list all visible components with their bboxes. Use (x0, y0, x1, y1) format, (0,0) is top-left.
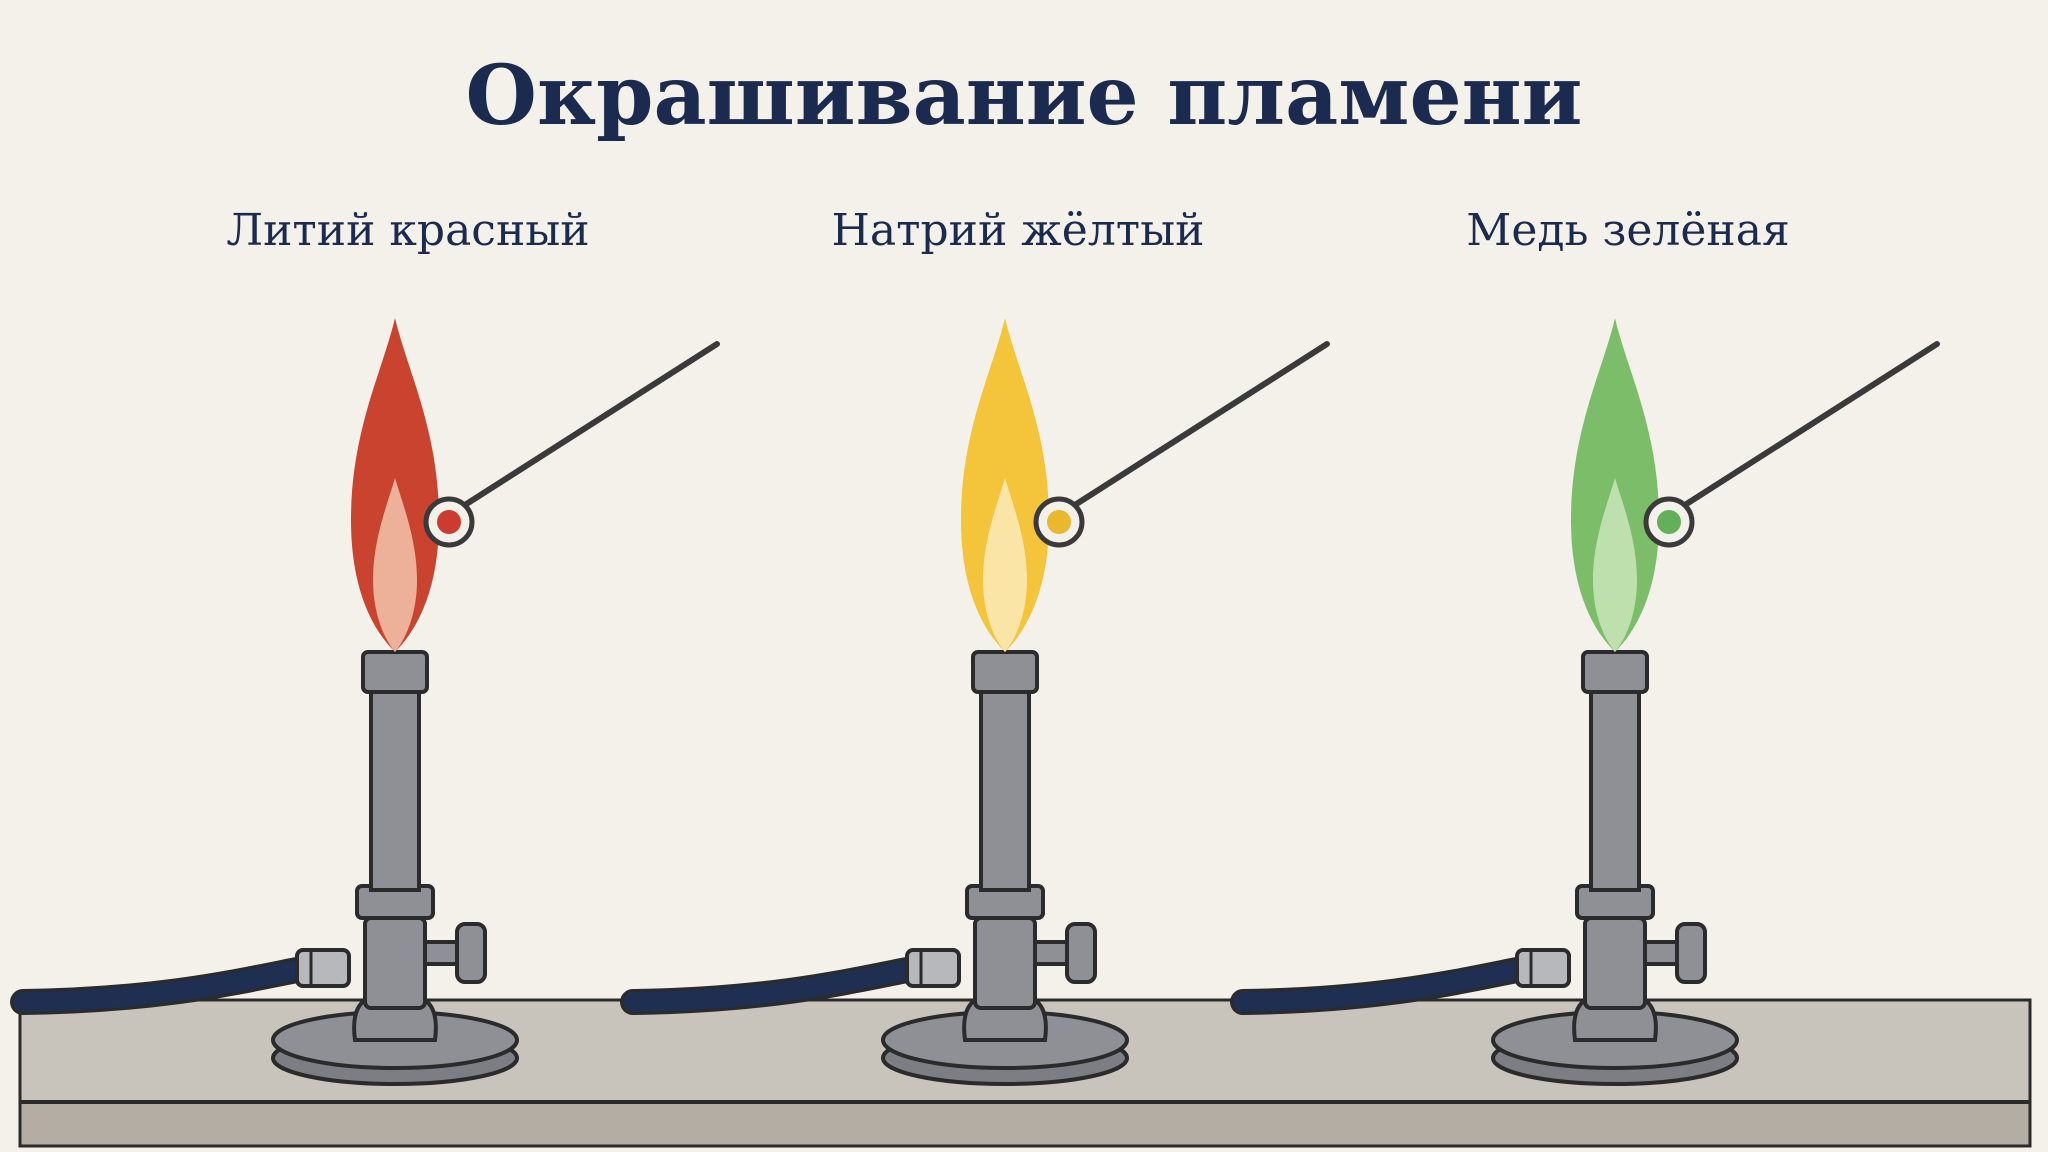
wire-rod (1674, 341, 1940, 513)
label-lithium: Литий красный (226, 205, 590, 256)
burner-body (973, 916, 1037, 1010)
valve-knob (1675, 922, 1707, 984)
burner-barrel (979, 688, 1031, 892)
burner-body (363, 916, 427, 1010)
hose-nozzle (905, 948, 961, 988)
burner-top-cap (361, 650, 429, 694)
burner-station-lithium (10, 318, 720, 1086)
gas-hose-inner (13, 958, 317, 1012)
wire-rod (454, 341, 720, 513)
sample-dot (437, 510, 461, 534)
burner-barrel (369, 688, 421, 892)
gas-hose-inner (1233, 958, 1537, 1012)
burner-station-copper (1230, 318, 1940, 1086)
flame-inner (1593, 478, 1637, 652)
gas-hose-inner (623, 958, 927, 1012)
hose-nozzle (1515, 948, 1571, 988)
bench-front (18, 1100, 2032, 1148)
wire-rod (1064, 341, 1330, 513)
sample-dot (1047, 510, 1071, 534)
burner-top-cap (1581, 650, 1649, 694)
hose-nozzle (295, 948, 351, 988)
burner-barrel (1589, 688, 1641, 892)
page-title: Окрашивание пламени (465, 48, 1583, 144)
flame-inner (983, 478, 1027, 652)
valve-knob (1065, 922, 1097, 984)
flame-inner (373, 478, 417, 652)
burner-body (1583, 916, 1647, 1010)
label-sodium: Натрий жёлтый (831, 205, 1205, 256)
sample-dot (1657, 510, 1681, 534)
label-copper: Медь зелёная (1466, 205, 1790, 256)
burner-top-cap (971, 650, 1039, 694)
burner-station-sodium (620, 318, 1330, 1086)
valve-knob (455, 922, 487, 984)
